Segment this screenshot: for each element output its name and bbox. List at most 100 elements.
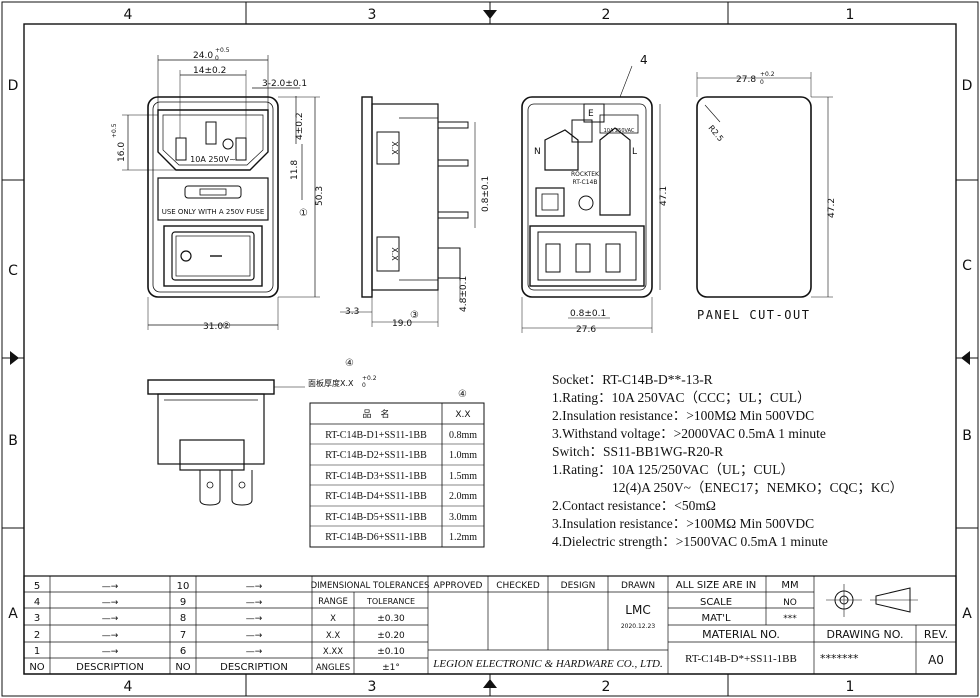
- scale-value: NO: [783, 598, 797, 608]
- zone-row-label: B: [8, 433, 18, 449]
- tol-range: X: [330, 614, 336, 624]
- zone-col-label: 2: [602, 679, 611, 695]
- panel-thickness-note: 面板厚度X.X: [308, 378, 354, 388]
- dim-19: 19.0: [392, 319, 412, 329]
- rev-arrow: —→: [102, 598, 119, 608]
- table-row-name: RT-C14B-D6+SS11-1BB: [325, 532, 427, 543]
- dim-3-3: 3.3: [345, 307, 359, 317]
- rear-model: RT-C14B: [573, 179, 598, 186]
- rev-no: 10: [177, 581, 190, 592]
- plate-label: X.X: [390, 247, 399, 261]
- spec-line: Switch：SS11-BB1WG-R20-R: [552, 444, 723, 459]
- table-row-value: 2.0mm: [449, 491, 477, 502]
- dim-side-offset: 3-2.0±0.1: [262, 79, 307, 89]
- table-row-name: RT-C14B-D5+SS11-1BB: [325, 512, 427, 523]
- rev-arrow: —→: [246, 614, 263, 624]
- center-arrow-bottom-icon: [483, 679, 497, 688]
- tol-tolerance-header: TOLERANCE: [366, 597, 415, 606]
- rev-no: 6: [180, 646, 186, 657]
- zone-col-label: 2: [602, 7, 611, 23]
- table-header-value: X.X: [455, 410, 470, 420]
- col-description: DESCRIPTION: [220, 662, 288, 673]
- table-row-name: RT-C14B-D4+SS11-1BB: [325, 491, 427, 502]
- zone-col-label: 3: [368, 679, 377, 695]
- rev-arrow: —→: [246, 647, 263, 657]
- marker-1: ①: [299, 208, 308, 219]
- table-header-name: 品 名: [362, 408, 389, 420]
- plate-label: X.X: [390, 141, 399, 155]
- size-label: ALL SIZE ARE IN: [676, 580, 757, 591]
- drawing-no-label: DRAWING NO.: [827, 628, 904, 641]
- dim-4: 4±0.2: [295, 112, 305, 140]
- title-block: 5 4 3 2 1 —→ —→ —→ —→ —→ 10 9 8 7 6 —→ —…: [23, 575, 957, 675]
- projection-symbol-icon: [826, 584, 918, 617]
- tol-range: X.X: [326, 631, 341, 641]
- rev-label: REV.: [924, 628, 948, 641]
- material-no-value: RT-C14B-D*+SS11-1BB: [685, 653, 797, 665]
- zone-row-label: D: [962, 78, 973, 94]
- tol-range-header: RANGE: [318, 597, 348, 607]
- drawing-no-value: *******: [820, 652, 859, 665]
- dim-16: 16.0: [117, 142, 127, 162]
- tol-range: ANGLES: [316, 663, 350, 673]
- zone-row-label: B: [962, 428, 972, 444]
- dim-47-1: 47.1: [659, 186, 669, 206]
- zone-row-label: A: [8, 606, 18, 622]
- approved-header: APPROVED: [434, 581, 483, 591]
- center-arrow-top-icon: [483, 10, 497, 19]
- tol-value: ±0.30: [377, 614, 405, 624]
- material-no-label: MATERIAL NO.: [702, 628, 780, 641]
- marker-2: ②: [222, 321, 231, 332]
- dim-rear-0-8: 0.8±0.1: [570, 309, 606, 319]
- mat-value: ***: [783, 614, 797, 624]
- dim-24: 24.0: [193, 51, 213, 61]
- tol-value: ±1°: [382, 663, 400, 673]
- tol-title: DIMENSIONAL TOLERANCES: [311, 581, 430, 591]
- spec-line: 1.Rating：10A 250VAC（CCC；UL；CUL）: [552, 390, 811, 406]
- cutout-label: PANEL CUT-OUT: [697, 308, 810, 322]
- dim-0-8: 0.8±0.1: [481, 176, 491, 212]
- zone-row-label: D: [8, 78, 19, 94]
- rev-no: 5: [34, 581, 40, 592]
- side-view: X.X X.X 0.8±0.1 4.8±0.1 3.3 19.0 ③: [340, 96, 491, 329]
- table-row-value: 1.5mm: [449, 471, 477, 482]
- fuse-label: USE ONLY WITH A 250V FUSE: [162, 208, 265, 216]
- col-no: NO: [175, 662, 190, 673]
- rev-arrow: —→: [102, 614, 119, 624]
- spec-line: 4.Dielectric strength：>1500VAC 0.5mA 1 m…: [552, 534, 828, 549]
- rear-view: 4 E 10A 250VAC N L ROCKTEK RT-C14B 47.1 …: [521, 53, 669, 335]
- rev-arrow: —→: [246, 598, 263, 608]
- design-header: DESIGN: [561, 581, 596, 591]
- rev-arrow: —→: [102, 631, 119, 641]
- center-arrow-left-icon: [10, 351, 19, 365]
- dim-24-tol: +0.5: [215, 47, 230, 54]
- spec-line: 12(4)A 250V~（ENEC17；NEMKO；CQC；KC）: [612, 480, 903, 496]
- rev-arrow: —→: [102, 582, 119, 592]
- scale-label: SCALE: [700, 597, 732, 608]
- spec-line: 3.Insulation resistance：>100MΩ Min 500VD…: [552, 516, 814, 531]
- drawn-date: 2020.12.23: [621, 623, 656, 630]
- rear-brand: ROCKTEK: [571, 171, 600, 178]
- zone-col-label: 4: [124, 7, 133, 23]
- variant-table: ④ 品 名 X.X RT-C14B-D1+SS11-1BB 0.8mm RT-C…: [309, 389, 485, 548]
- spec-list: Socket：RT-C14B-D**-13-R 1.Rating：10A 250…: [552, 372, 903, 549]
- drawn-by: LMC: [625, 603, 650, 617]
- panel-mount-view: ④ 面板厚度X.X +0.2 0: [147, 358, 377, 506]
- tol-value: ±0.10: [377, 647, 405, 657]
- table-row-value: 1.2mm: [449, 532, 477, 543]
- spec-line: 2.Contact resistance：<50mΩ: [552, 498, 716, 513]
- tol-range: X.XX: [323, 647, 343, 657]
- pin-n-label: N: [534, 147, 541, 157]
- dim-31: 31.0: [203, 322, 223, 332]
- rev-arrow: —→: [246, 582, 263, 592]
- dim-11-8: 11.8: [290, 160, 300, 180]
- table-row-value: 3.0mm: [449, 512, 477, 523]
- zone-row-label: C: [962, 258, 972, 274]
- dim-4-8: 4.8±0.1: [459, 276, 469, 312]
- dim-16-tol: +0.5: [111, 123, 118, 138]
- cutout-dim-width-tol2: 0: [760, 79, 764, 86]
- rev-no: 3: [34, 613, 40, 624]
- table-row-name: RT-C14B-D3+SS11-1BB: [325, 471, 427, 482]
- rev-no: 2: [34, 630, 40, 641]
